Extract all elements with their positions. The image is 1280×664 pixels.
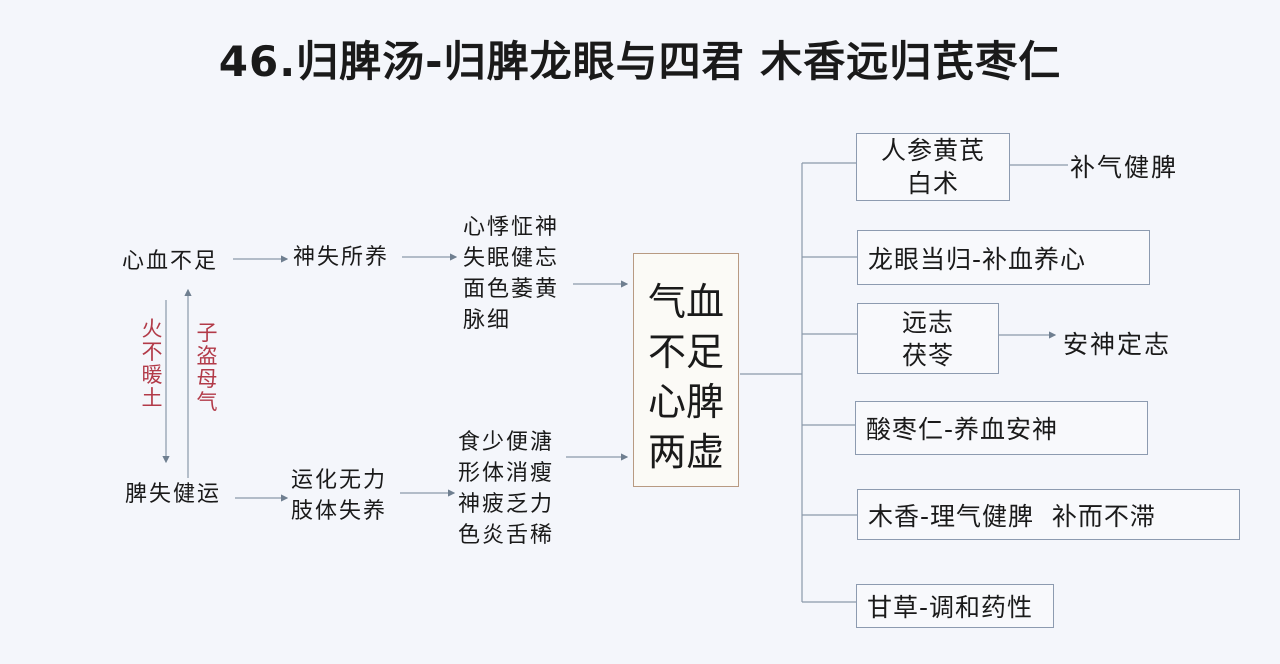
herb-box-costus: 木香-理气健脾 补而不滞 bbox=[857, 489, 1240, 540]
symptom: 形体消瘦 bbox=[458, 461, 555, 486]
herb-box-jujube: 酸枣仁-养血安神 bbox=[855, 401, 1148, 455]
transport-line: 肢体失养 bbox=[291, 499, 388, 524]
center-line: 两虚 bbox=[647, 430, 724, 474]
center-line: 不足 bbox=[647, 330, 724, 374]
center-diagnosis-box: 气血 不足 心脾 两虚 bbox=[633, 253, 739, 487]
transport-line: 运化无力 bbox=[291, 468, 388, 493]
center-line: 气血 bbox=[647, 280, 724, 324]
effect-tonify-qi: 补气健脾 bbox=[1070, 153, 1179, 182]
herb-line: 茯苓 bbox=[901, 340, 954, 370]
herb-box-longan: 龙眼当归-补血养心 bbox=[857, 230, 1150, 285]
symptom: 失眠健忘 bbox=[463, 246, 560, 271]
center-line: 心脾 bbox=[647, 380, 724, 424]
transport-failure: 运化无力 肢体失养 bbox=[291, 465, 387, 527]
symptom: 色炎舌稀 bbox=[458, 523, 555, 548]
herb-box-ginseng: 人参黄芪 白术 bbox=[856, 133, 1010, 201]
symptom: 神疲乏力 bbox=[458, 492, 555, 517]
herb-box-polygala: 远志 茯苓 bbox=[857, 303, 999, 374]
child-steals-mother-qi: 子盗母气 bbox=[196, 321, 218, 414]
symptom: 心悸怔神 bbox=[463, 215, 560, 240]
symptom: 食少便溏 bbox=[458, 430, 555, 455]
herb-line: 远志 bbox=[901, 307, 954, 337]
spirit-unnourished: 神失所养 bbox=[293, 245, 390, 270]
effect-calm-spirit: 安神定志 bbox=[1063, 330, 1172, 359]
heart-symptoms: 心悸怔神 失眠健忘 面色萎黄 脉细 bbox=[463, 212, 559, 336]
herb-line: 人参黄芪 bbox=[880, 136, 985, 165]
symptom: 脉细 bbox=[463, 308, 512, 333]
spleen-symptoms: 食少便溏 形体消瘦 神疲乏力 色炎舌稀 bbox=[458, 427, 554, 551]
symptom: 面色萎黄 bbox=[463, 277, 560, 302]
heart-blood-deficiency: 心血不足 bbox=[122, 249, 219, 274]
herb-box-licorice: 甘草-调和药性 bbox=[856, 584, 1054, 628]
spleen-dysfunction: 脾失健运 bbox=[125, 482, 222, 507]
fire-not-warming-earth: 火不暖土 bbox=[141, 317, 163, 410]
page-title: 46.归脾汤-归脾龙眼与四君 木香远归芪枣仁 bbox=[218, 37, 1062, 86]
herb-line: 白术 bbox=[906, 169, 959, 198]
